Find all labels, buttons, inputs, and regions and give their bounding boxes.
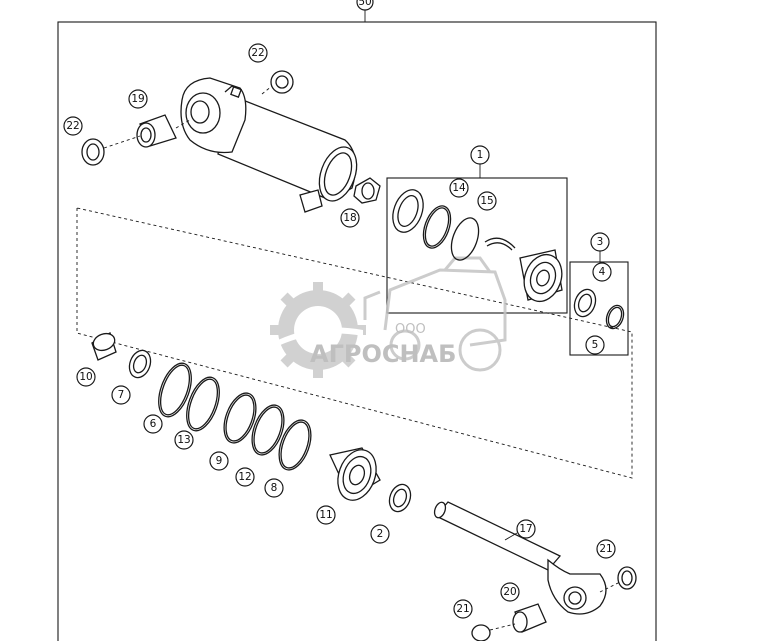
svg-text:22: 22: [251, 47, 264, 59]
svg-text:14: 14: [452, 182, 466, 194]
callout-17[interactable]: 17: [516, 519, 536, 539]
svg-text:17: 17: [519, 523, 532, 535]
callout-14[interactable]: 14: [449, 178, 469, 198]
svg-text:18: 18: [343, 212, 356, 224]
callout-1[interactable]: 1: [470, 145, 490, 165]
callout-7[interactable]: 7: [111, 385, 131, 405]
callout-2[interactable]: 2: [370, 524, 390, 544]
svg-text:4: 4: [599, 266, 606, 278]
part-17-piston-rod[interactable]: [433, 501, 607, 615]
assembly-group-outline: [76, 207, 633, 479]
part-22-washer-left[interactable]: [81, 138, 105, 166]
callout-3[interactable]: 3: [590, 232, 610, 252]
svg-text:8: 8: [271, 482, 278, 494]
assembly-frame: [57, 21, 657, 641]
svg-text:20: 20: [503, 586, 516, 598]
kit-frame-1: [386, 177, 568, 314]
part-21-washer-bottom[interactable]: [471, 624, 491, 641]
svg-text:1: 1: [477, 149, 484, 161]
svg-text:3: 3: [597, 236, 604, 248]
part-12-oring[interactable]: [246, 401, 290, 459]
callout-21-right[interactable]: 21: [596, 539, 616, 559]
part-2-seal[interactable]: [386, 481, 414, 514]
svg-text:2: 2: [377, 528, 384, 540]
svg-text:6: 6: [150, 418, 157, 430]
callout-13[interactable]: 13: [174, 430, 194, 450]
kit-frame-3: [569, 261, 629, 356]
callout-4[interactable]: 4: [592, 262, 612, 282]
callout-12[interactable]: 12: [235, 467, 255, 487]
part-9-oring[interactable]: [218, 389, 262, 447]
svg-text:19: 19: [131, 93, 144, 105]
watermark-prefix: ООО: [395, 322, 426, 337]
svg-text:21: 21: [456, 603, 469, 615]
part-21-washer-right[interactable]: [617, 566, 637, 590]
part-11-gland[interactable]: [329, 444, 383, 505]
agrosnab-watermark: ООО АГРОСНАБ: [270, 256, 507, 378]
svg-text:10: 10: [79, 371, 92, 383]
callout-19[interactable]: 19: [128, 89, 148, 109]
callout-top-assembly[interactable]: 50: [356, 0, 374, 11]
callout-5[interactable]: 5: [585, 335, 605, 355]
svg-text:9: 9: [216, 455, 223, 467]
svg-text:21: 21: [599, 543, 612, 555]
callout-6[interactable]: 6: [143, 414, 163, 434]
kit-1-seals[interactable]: [387, 186, 516, 264]
part-13-oring[interactable]: [180, 373, 225, 435]
callout-20[interactable]: 20: [500, 582, 520, 602]
callout-22-left[interactable]: 22: [63, 116, 83, 136]
svg-text:11: 11: [319, 509, 332, 521]
callout-9[interactable]: 9: [209, 451, 229, 471]
svg-text:15: 15: [480, 195, 493, 207]
watermark-name: АГРОСНАБ: [310, 340, 456, 368]
kit-1-piston[interactable]: [518, 249, 568, 306]
callout-15[interactable]: 15: [477, 191, 497, 211]
part-20-bushing[interactable]: [512, 603, 547, 633]
callout-22-right[interactable]: 22: [248, 43, 268, 63]
cylinder-barrel[interactable]: [180, 77, 364, 213]
callout-8[interactable]: 8: [264, 478, 284, 498]
part-6-oring[interactable]: [152, 359, 197, 421]
part-10-bushing[interactable]: [91, 331, 117, 361]
svg-text:7: 7: [118, 389, 125, 401]
part-18-fitting[interactable]: [353, 177, 381, 204]
svg-text:50: 50: [358, 0, 371, 8]
callout-11[interactable]: 11: [316, 505, 336, 525]
part-7-wiper[interactable]: [126, 347, 154, 380]
part-19-bushing[interactable]: [136, 114, 177, 148]
svg-text:5: 5: [592, 339, 599, 351]
part-5-ring[interactable]: [603, 303, 626, 331]
svg-text:22: 22: [66, 120, 79, 132]
callout-10[interactable]: 10: [76, 367, 96, 387]
svg-text:13: 13: [177, 434, 190, 446]
part-8-oring[interactable]: [273, 416, 317, 474]
svg-text:12: 12: [238, 471, 251, 483]
callout-21-bottom[interactable]: 21: [453, 599, 473, 619]
callout-18[interactable]: 18: [340, 208, 360, 228]
part-22-washer-right[interactable]: [270, 70, 294, 94]
part-4-seal[interactable]: [571, 286, 599, 319]
